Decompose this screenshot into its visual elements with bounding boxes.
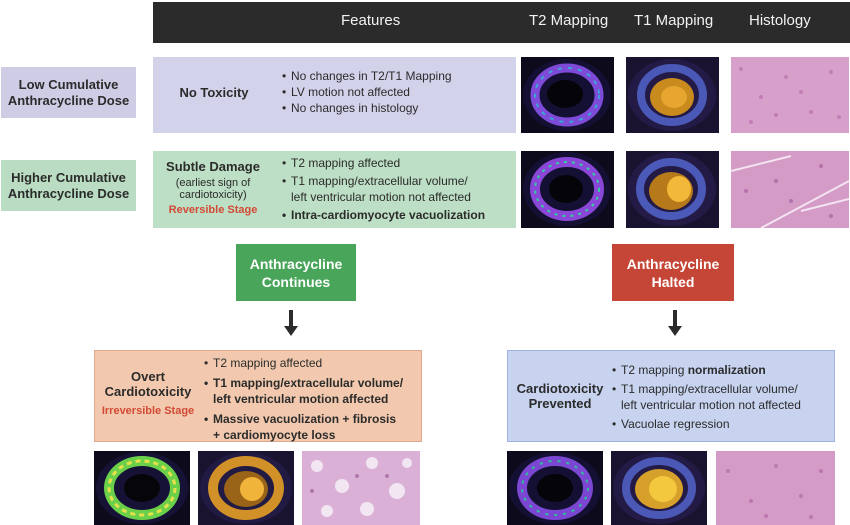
feature-text: T1 mapping/extracellular volume/ — [291, 174, 468, 188]
arrow-down-left-shaft — [289, 310, 293, 326]
feature-item: No changes in T2/T1 Mapping — [282, 68, 452, 84]
halted-line2: Halted — [651, 273, 695, 290]
subtle-damage-sub1: (earliest sign of — [175, 177, 251, 189]
subtle-damage-features: T2 mapping affected T1 mapping/extracell… — [282, 155, 485, 223]
header-features: Features — [341, 12, 401, 29]
continues-line1: Anthracycline — [249, 255, 343, 272]
reversible-stage-label: Reversible Stage — [168, 204, 258, 216]
feature-item: Intra-cardiomyocyte vacuolization — [282, 207, 485, 223]
feature-text: Massive vacuolization + fibrosis — [213, 412, 397, 426]
overt-features: T2 mapping affected T1 mapping/extracell… — [204, 355, 403, 443]
prevented-title2: Prevented — [528, 396, 592, 411]
feature-item: Massive vacuolization + fibrosis + cardio… — [204, 411, 403, 443]
feature-text-bold: normalization — [687, 363, 766, 377]
feature-item: Vacuolae regression — [612, 416, 801, 432]
feature-text: left ventricular motion affected — [213, 392, 389, 406]
feature-text: T1 mapping/extracellular volume/ — [213, 376, 404, 390]
subtle-damage-block: Subtle Damage (earliest sign of cardioto… — [157, 159, 269, 216]
t2-map-image-prevented — [507, 451, 603, 525]
overt-title2: Cardiotoxicity — [104, 384, 192, 399]
t2-map-image-overt — [94, 451, 190, 525]
overt-cardiotoxicity-block: Overt Cardiotoxicity Irreversible Stage — [97, 369, 199, 417]
arrow-down-right-shaft — [673, 310, 677, 326]
no-toxicity-title: No Toxicity — [179, 85, 249, 100]
low-dose-line1: Low Cumulative — [18, 76, 119, 92]
feature-item: T2 mapping affected — [282, 155, 485, 171]
t1-map-image-higher — [626, 151, 719, 228]
overt-title1: Overt — [131, 369, 165, 384]
halted-line1: Anthracycline — [626, 255, 720, 272]
subtle-damage-title: Subtle Damage — [166, 159, 260, 174]
higher-dose-line2: Anthracycline Dose — [7, 185, 130, 201]
header-t2-mapping: T2 Mapping — [529, 12, 609, 29]
feature-text: T2 mapping — [621, 363, 688, 377]
feature-item: T1 mapping/extracellular volume/left ven… — [204, 375, 403, 407]
histology-image-overt — [302, 451, 420, 525]
subtle-damage-sub2: cardiotoxicity) — [179, 189, 247, 201]
feature-item: T1 mapping/extracellular volume/left ven… — [282, 173, 485, 205]
header-t1-mapping: T1 Mapping — [634, 12, 714, 29]
feature-text: left ventricular motion not affected — [621, 398, 801, 412]
prevented-block: Cardiotoxicity Prevented — [510, 381, 610, 411]
arrow-down-left-icon — [284, 326, 298, 336]
histology-image-low — [731, 57, 849, 133]
no-toxicity-features: No changes in T2/T1 Mapping LV motion no… — [282, 68, 452, 116]
t1-map-image-low — [626, 57, 719, 133]
header-bar — [153, 2, 850, 43]
t1-map-image-overt — [198, 451, 294, 525]
anthracycline-halted-box: Anthracycline Halted — [612, 244, 734, 301]
arrow-down-right-icon — [668, 326, 682, 336]
feature-item: T2 mapping affected — [204, 355, 403, 371]
t2-map-image-low — [521, 57, 614, 133]
feature-item: LV motion not affected — [282, 84, 452, 100]
t2-map-image-higher — [521, 151, 614, 228]
feature-item: T1 mapping/extracellular volume/left ven… — [612, 381, 801, 413]
higher-dose-line1: Higher Cumulative — [11, 169, 126, 185]
histology-image-prevented — [716, 451, 835, 525]
continues-line2: Continues — [261, 273, 331, 290]
anthracycline-continues-box: Anthracycline Continues — [236, 244, 356, 301]
t1-map-image-prevented — [611, 451, 707, 525]
feature-item: T2 mapping normalization — [612, 362, 801, 378]
feature-text: + cardiomyocyte loss — [213, 428, 336, 442]
prevented-title1: Cardiotoxicity — [516, 381, 604, 396]
header-histology: Histology — [749, 12, 811, 29]
feature-text: left ventricular motion not affected — [291, 190, 471, 204]
histology-image-higher — [731, 151, 849, 228]
feature-item: No changes in histology — [282, 100, 452, 116]
prevented-features: T2 mapping normalization T1 mapping/extr… — [612, 362, 801, 432]
feature-text: T1 mapping/extracellular volume/ — [621, 382, 798, 396]
irreversible-stage-label: Irreversible Stage — [101, 405, 195, 417]
low-dose-line2: Anthracycline Dose — [7, 92, 130, 108]
